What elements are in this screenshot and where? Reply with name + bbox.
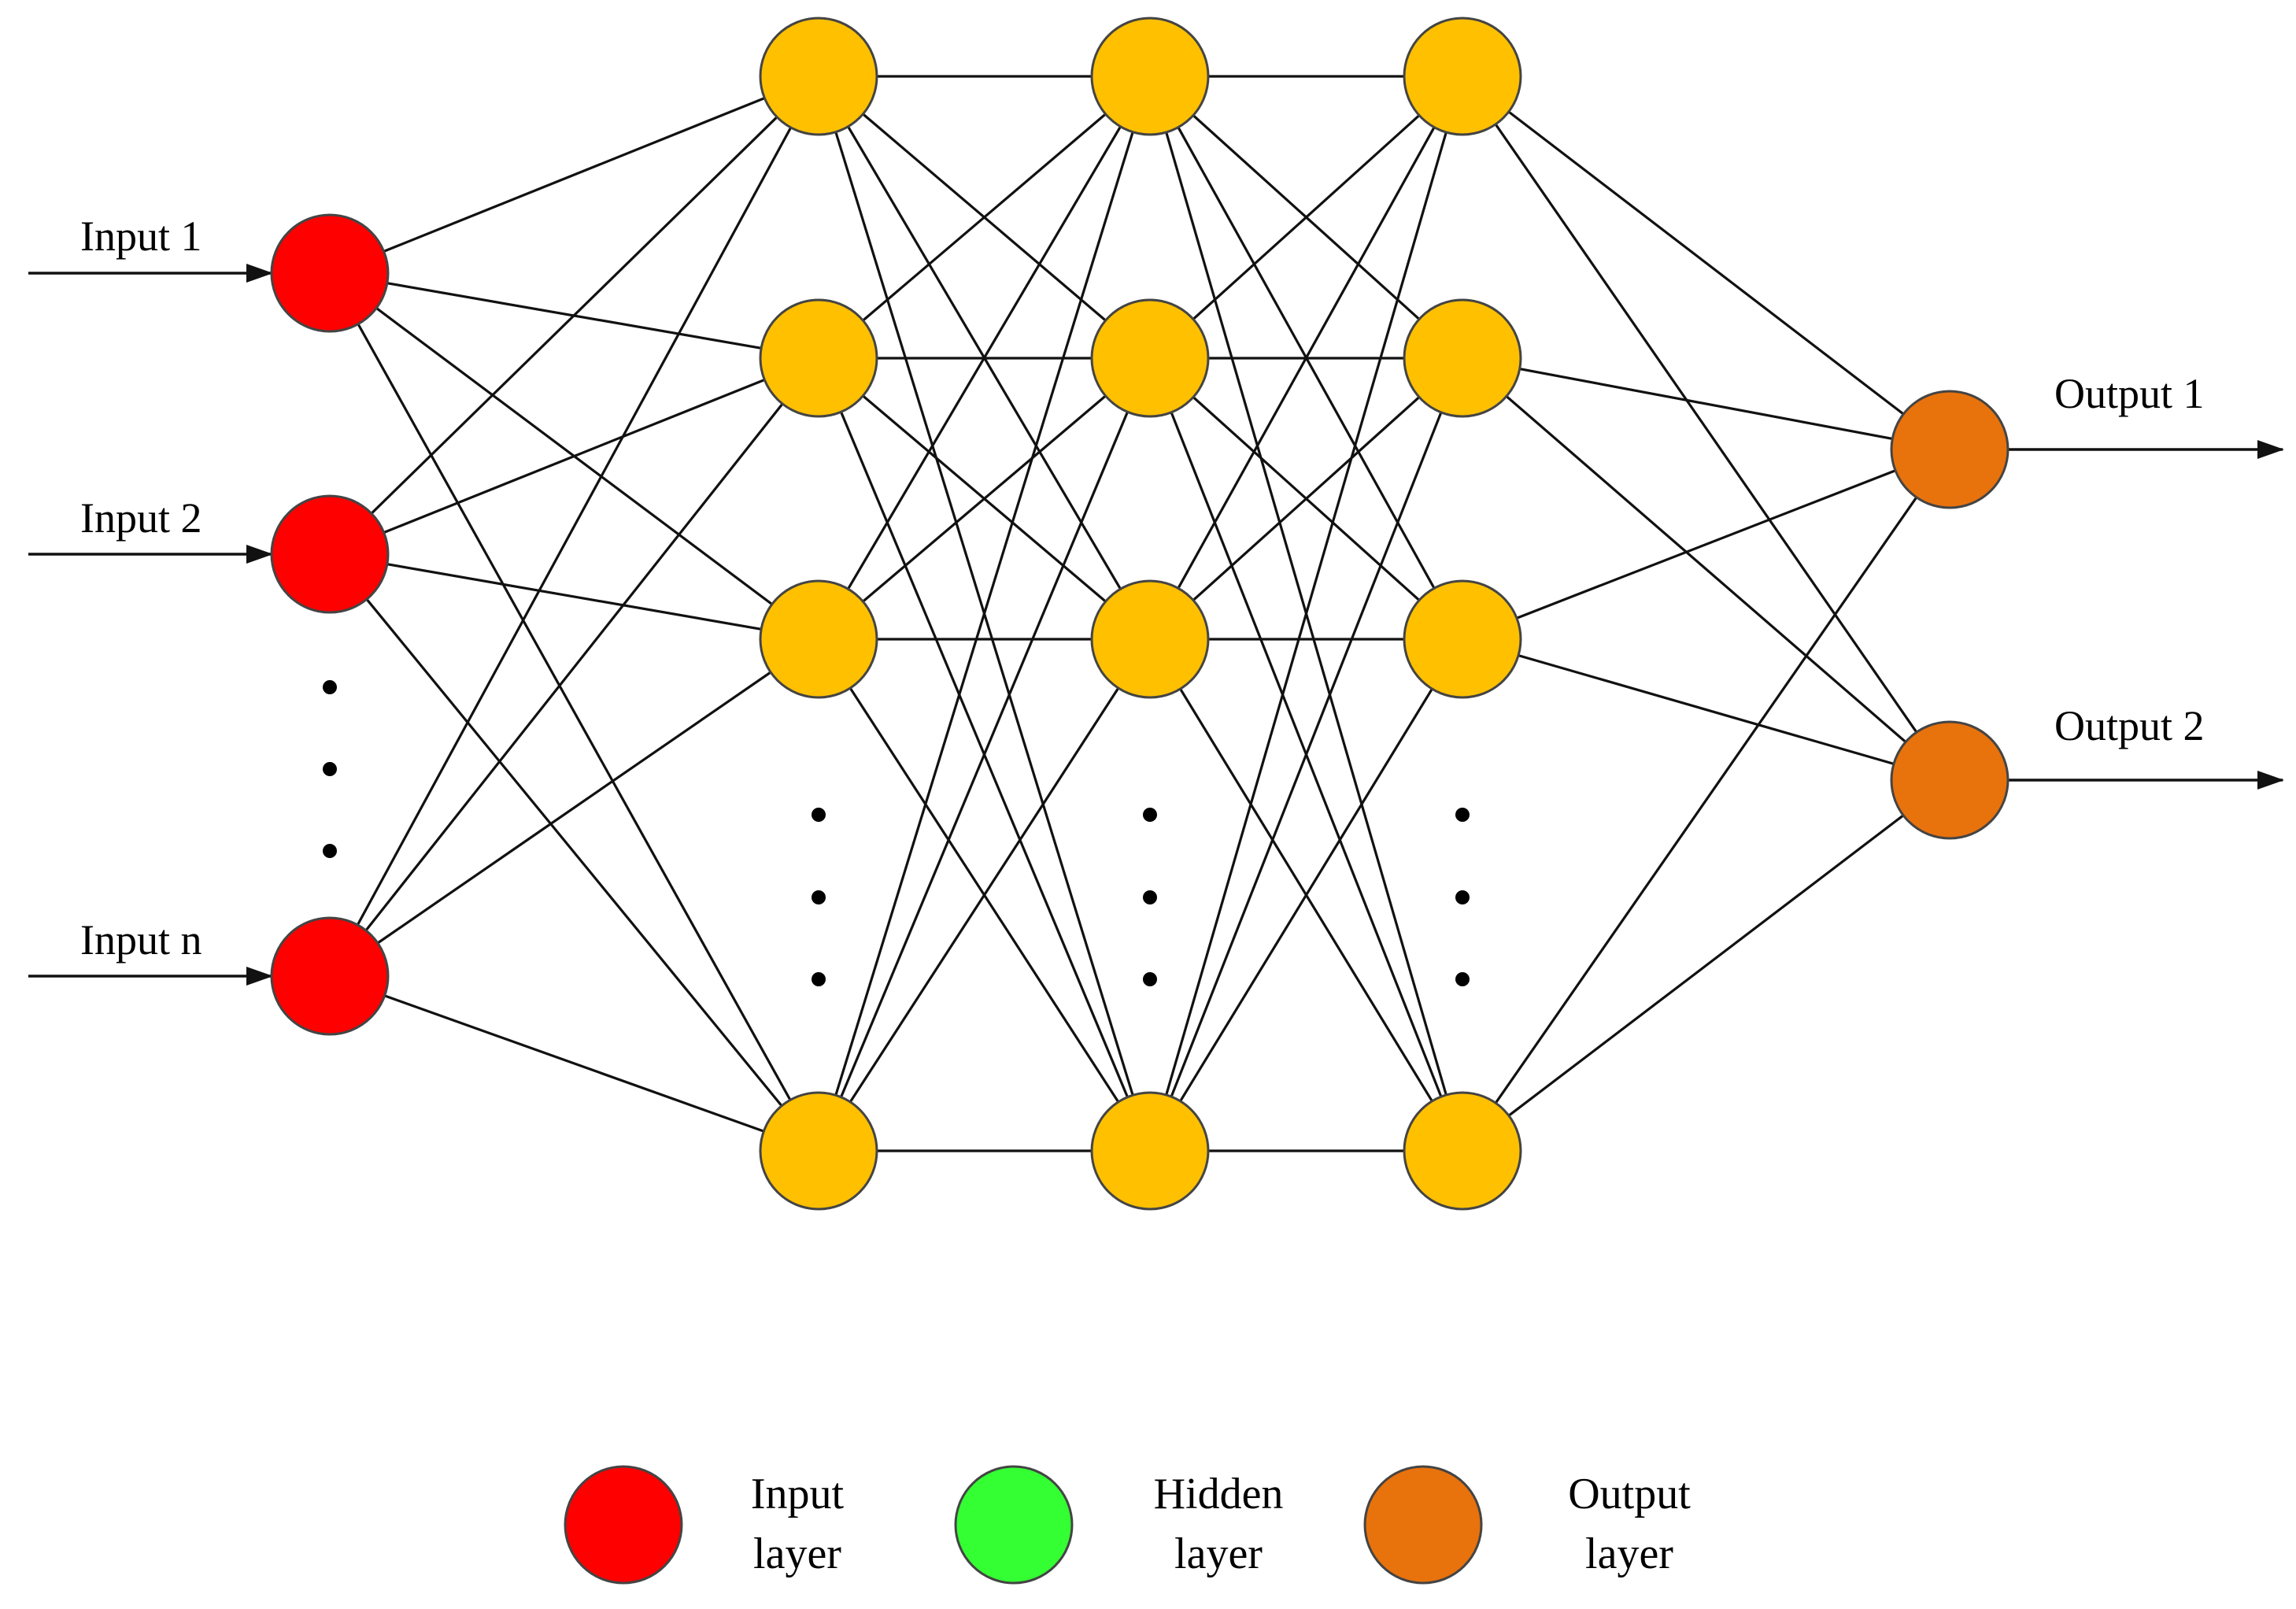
network-nodes (270, 17, 2009, 1211)
edge-l2-1-0 (1192, 114, 1421, 320)
legend-label-input-line2: layer (753, 1529, 841, 1578)
edge-l3-1-1 (1505, 395, 1907, 743)
legend-label-hidden-line1: Hidden (1154, 1470, 1284, 1518)
legend: Input layer Hidden layer Output layer (564, 1465, 1691, 1585)
edge-l3-3-0 (1494, 496, 1918, 1104)
edge-l2-3-0 (1165, 131, 1447, 1096)
edge-l1-1-0 (862, 113, 1107, 322)
legend-label-output-line2: layer (1585, 1529, 1673, 1578)
io-arrows (28, 264, 2284, 986)
output-label-1: Output 1 (2054, 370, 2205, 417)
input-label-n: Input n (80, 916, 202, 964)
edge-l3-3-1 (1507, 814, 1905, 1117)
edge-l3-2-1 (1518, 654, 1895, 765)
hidden-node-l1-1 (759, 298, 878, 418)
edge-l2-2-1 (1192, 396, 1421, 601)
edge-l1-3-1 (840, 411, 1129, 1098)
ellipsis-dot-1-0 (812, 808, 826, 822)
hidden-node-l3-3 (1403, 1091, 1522, 1211)
edge-l1-2-1 (862, 394, 1107, 603)
output-label-2: Output 2 (2054, 702, 2205, 749)
hidden-node-l2-2 (1090, 579, 1210, 699)
edge-l0-1-0 (370, 116, 778, 515)
hidden-node-l3-2 (1403, 579, 1522, 699)
edge-l2-3-1 (1170, 412, 1443, 1097)
edge-l3-0-0 (1507, 110, 1905, 416)
ellipsis-dot-3-0 (1455, 808, 1470, 822)
ellipsis-dot-2-0 (1143, 808, 1157, 822)
edge-l0-2-2 (376, 671, 772, 945)
hidden-node-l3-0 (1403, 17, 1522, 136)
hidden-node-l3-1 (1403, 298, 1522, 418)
edge-l0-2-0 (356, 127, 793, 926)
ellipsis-dot-2-1 (1143, 890, 1157, 904)
input-node-l0-0 (270, 213, 390, 333)
input-label-2: Input 2 (80, 494, 202, 542)
edge-l0-1-3 (365, 598, 783, 1107)
input-node-l0-2 (270, 916, 390, 1036)
hidden-node-l2-1 (1090, 298, 1210, 418)
ellipsis-dot-1-1 (812, 890, 826, 904)
legend-label-output-line1: Output (1568, 1470, 1691, 1518)
output-node-l4-1 (1890, 720, 2009, 840)
legend-swatch-output (1363, 1465, 1483, 1585)
output-node-l4-0 (1890, 390, 2009, 509)
legend-label-input-line1: Input (751, 1470, 845, 1518)
io-labels: Input 1 Input 2 Input n Output 1 Output … (80, 213, 2205, 964)
hidden-node-l1-2 (759, 579, 878, 699)
edge-l1-3-2 (849, 687, 1120, 1103)
edge-l0-2-3 (384, 994, 764, 1133)
edge-l3-2-0 (1516, 469, 1896, 620)
ellipsis-dot-2-2 (1143, 972, 1157, 986)
ellipsis-dots (323, 680, 1470, 986)
edge-l3-1-0 (1519, 368, 1893, 440)
ellipsis-dot-1-2 (812, 972, 826, 986)
hidden-node-l1-0 (759, 17, 878, 136)
edge-l2-2-0 (1177, 126, 1436, 590)
hidden-node-l1-3 (759, 1091, 878, 1211)
ellipsis-dot-3-1 (1455, 890, 1470, 904)
edge-l0-1-1 (383, 379, 765, 534)
ellipsis-dot-0-2 (323, 844, 337, 858)
ellipsis-dot-0-1 (323, 762, 337, 776)
edge-l1-2-0 (847, 125, 1122, 590)
input-label-1: Input 1 (80, 213, 202, 260)
legend-label-hidden-line2: layer (1174, 1529, 1263, 1578)
edge-l2-3-2 (1179, 688, 1433, 1102)
hidden-node-l2-3 (1090, 1091, 1210, 1211)
edge-l3-0-1 (1494, 123, 1918, 734)
ellipsis-dot-0-0 (323, 680, 337, 694)
edge-l0-0-0 (383, 97, 765, 253)
edge-l0-1-2 (386, 563, 762, 631)
edge-l0-0-3 (357, 323, 792, 1101)
connection-lines (356, 75, 1918, 1152)
input-node-l0-1 (270, 494, 390, 614)
hidden-node-l2-0 (1090, 17, 1210, 136)
legend-swatch-input (564, 1465, 683, 1585)
edge-l1-3-0 (834, 131, 1134, 1096)
ellipsis-dot-3-2 (1455, 972, 1470, 986)
legend-swatch-hidden (954, 1465, 1074, 1585)
edge-l0-2-1 (364, 403, 784, 931)
